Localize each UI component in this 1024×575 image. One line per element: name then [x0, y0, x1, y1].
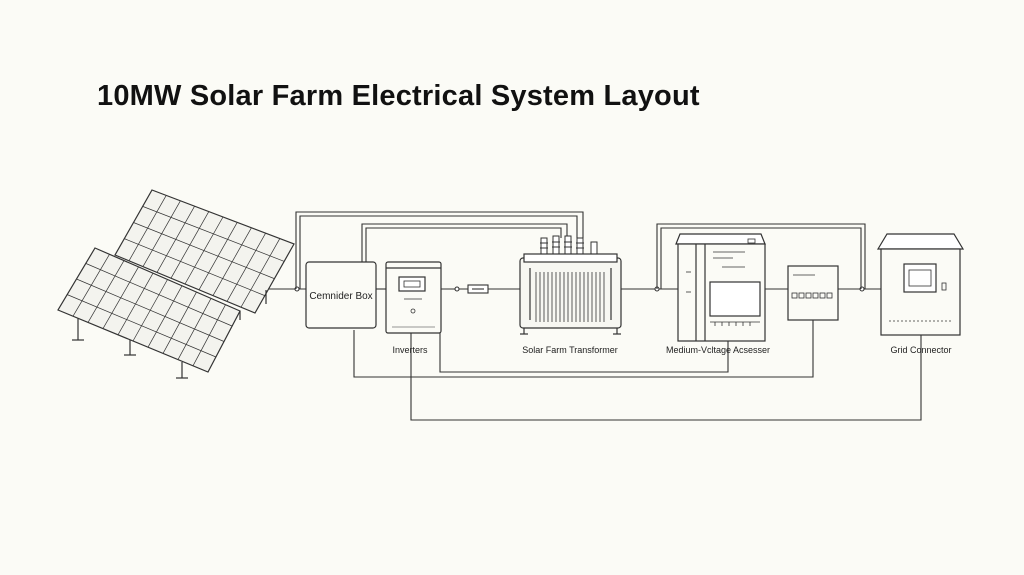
- wiring: [268, 211, 922, 421]
- inverter-icon: [385, 261, 442, 334]
- medium-voltage-cabinet-icon: [675, 233, 766, 342]
- combiner-box-icon: [305, 261, 377, 329]
- solar-panel-array-icon: [57, 189, 295, 379]
- combiner-box-label: Cemnider Box: [309, 291, 372, 302]
- inverters-label: Inverters: [392, 345, 428, 355]
- transformer-icon: [519, 235, 622, 335]
- grid-connector-icon: [876, 233, 965, 336]
- medium-voltage-label: Medium-Vcltage Acsesser: [666, 345, 770, 355]
- transformer-label: Solar Farm Transformer: [522, 345, 618, 355]
- diagram-title: 10MW Solar Farm Electrical System Layout: [97, 80, 700, 112]
- breaker-panel-icon: [787, 265, 839, 321]
- grid-connector-label: Grid Connector: [890, 345, 951, 355]
